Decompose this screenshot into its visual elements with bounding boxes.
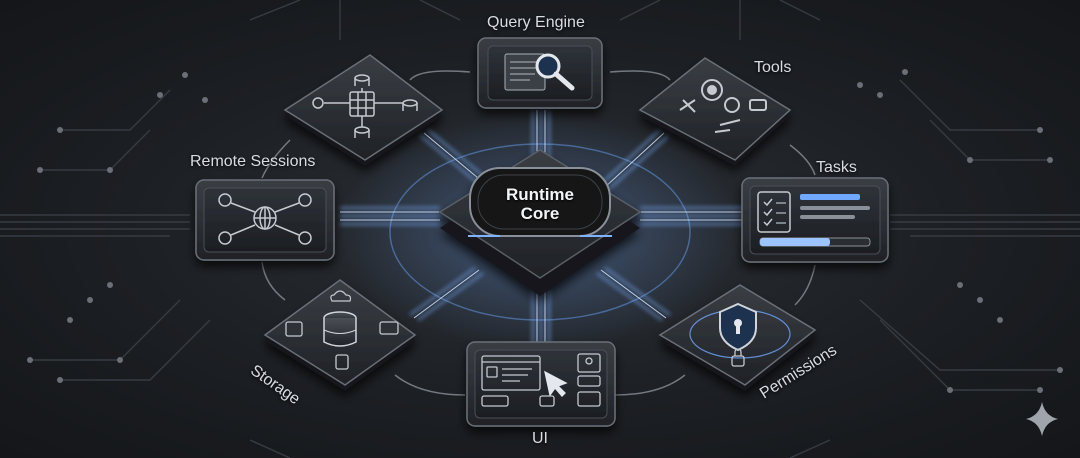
permissions-node [658,284,817,391]
storage-node [263,279,417,391]
shield-lock-icon [719,302,757,367]
tools-node [638,57,792,166]
database-network-icon [312,74,418,138]
data-hub-node [283,54,444,166]
remote-sessions-label: Remote Sessions [190,153,316,170]
tasks-label: Tasks [816,159,857,176]
window-cursor-icon [481,353,601,407]
magnifier-document-icon [504,53,575,91]
sparkle-icon [1026,402,1058,436]
query-engine-label: Query Engine [487,14,585,31]
runtime-core-icon [469,167,611,237]
gears-wrench-icon [679,79,767,133]
database-cloud-icon [285,290,399,370]
runtime-core-label-line2: Core [520,204,560,223]
background-circuit-nodes [27,69,1063,393]
remote-sessions-node [195,179,335,261]
ui-label: UI [532,430,548,447]
runtime-core-label-line1: Runtime [506,185,574,204]
tasks-node [741,177,889,263]
tools-label: Tools [754,59,792,76]
runtime-core-label: Runtime Core [480,185,600,223]
network-globe-icon [218,193,312,245]
runtime-core-node [438,149,642,296]
checklist-icon [757,191,871,247]
query-engine-node [477,37,603,109]
ui-node [466,341,616,427]
